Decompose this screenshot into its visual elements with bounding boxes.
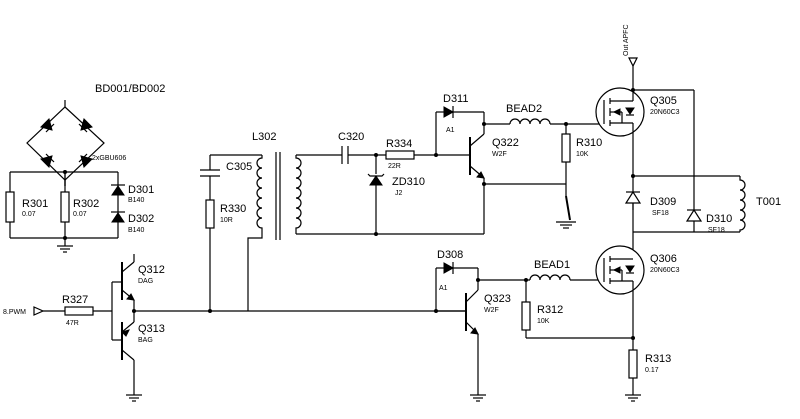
bead1-ref: BEAD1 xyxy=(534,259,570,271)
t001-coil xyxy=(739,176,746,232)
q305-ref: Q305 xyxy=(650,95,677,107)
pwm-port-label: 8.PWM xyxy=(3,309,26,316)
r312-body xyxy=(521,301,531,331)
lower-driver xyxy=(434,232,645,402)
r302-ref: R302 xyxy=(73,198,99,210)
apfc-port-label: Out APFC xyxy=(623,24,630,56)
zd310-ref: ZD310 xyxy=(392,176,425,188)
bridge-ref: BD001/BD002 xyxy=(95,83,165,95)
q306-ref: Q306 xyxy=(650,253,677,265)
r327-body xyxy=(64,306,94,316)
upper-driver xyxy=(435,106,604,234)
bead2-ref: BEAD2 xyxy=(506,103,542,115)
r334-body xyxy=(385,150,415,160)
q323-value: W2F xyxy=(484,307,499,314)
r312-ref: R312 xyxy=(537,304,563,316)
q306-value: 20N60C3 xyxy=(650,267,680,274)
d308-ref: D308 xyxy=(437,249,463,261)
r312-value: 10K xyxy=(537,318,550,325)
d309-symbol xyxy=(624,190,642,204)
r301-ref: R301 xyxy=(22,198,48,210)
q312-ref: Q312 xyxy=(138,264,165,276)
bridge-part: 2xGBU606 xyxy=(92,155,126,162)
r302-body xyxy=(60,191,70,223)
d302-value: B140 xyxy=(128,227,144,234)
c305-ref: C305 xyxy=(226,161,252,173)
d301-ref: D301 xyxy=(128,184,154,196)
d309-ref: D309 xyxy=(650,196,676,208)
d308-value: A1 xyxy=(439,285,448,292)
bead2-coil xyxy=(509,118,551,125)
bridge-rectifier xyxy=(26,100,105,186)
r302-value: 0.07 xyxy=(73,211,87,218)
d311-ref: D311 xyxy=(443,93,468,105)
bead1-coil xyxy=(529,274,571,281)
r330-body xyxy=(205,199,215,229)
t001-ref: T001 xyxy=(756,196,781,208)
d301-symbol xyxy=(111,185,125,196)
r330-ref: R330 xyxy=(220,203,246,215)
d301-value: B140 xyxy=(128,197,144,204)
d302-ref: D302 xyxy=(128,213,154,225)
r330-value: 10R xyxy=(220,217,233,224)
q323-ref: Q323 xyxy=(484,293,511,305)
d311-symbol xyxy=(443,106,455,118)
r313-ref: R313 xyxy=(645,353,671,365)
d311-value: A1 xyxy=(446,127,455,134)
d310-symbol xyxy=(685,208,703,222)
r327-ref: R327 xyxy=(62,294,88,306)
zd310-value: J2 xyxy=(395,190,403,197)
shunt-block xyxy=(5,170,125,253)
r310-body xyxy=(561,133,571,163)
d302-symbol xyxy=(111,212,125,223)
q322-ref: Q322 xyxy=(492,137,519,149)
r301-body xyxy=(5,191,15,223)
r301-value: 0.07 xyxy=(22,211,36,218)
r327-value: 47R xyxy=(66,320,79,327)
q305-value: 20N60C3 xyxy=(650,109,680,116)
q313-value: BAG xyxy=(138,337,153,344)
gate-transformer-primary xyxy=(200,152,484,313)
upper-gate-network xyxy=(341,146,470,236)
r334-ref: R334 xyxy=(386,138,412,150)
d310-ref: D310 xyxy=(706,213,732,225)
d308-symbol xyxy=(443,262,455,274)
r334-value: 22R xyxy=(388,163,401,170)
r310-ref: R310 xyxy=(576,137,602,149)
r313-value: 0.17 xyxy=(645,367,659,374)
q312-value: DAG xyxy=(138,278,153,285)
pwm-driver xyxy=(33,254,466,402)
zd310-symbol xyxy=(369,175,383,186)
d310-value: SF18 xyxy=(708,227,725,234)
q313-ref: Q313 xyxy=(138,323,165,335)
q322-value: W2F xyxy=(492,151,507,158)
half-bridge xyxy=(595,57,746,233)
d309-value: SF18 xyxy=(652,210,669,217)
r313-body xyxy=(628,349,638,379)
c320-ref: C320 xyxy=(338,131,364,143)
r310-value: 10K xyxy=(576,151,589,158)
l302-ref: L302 xyxy=(252,131,276,143)
